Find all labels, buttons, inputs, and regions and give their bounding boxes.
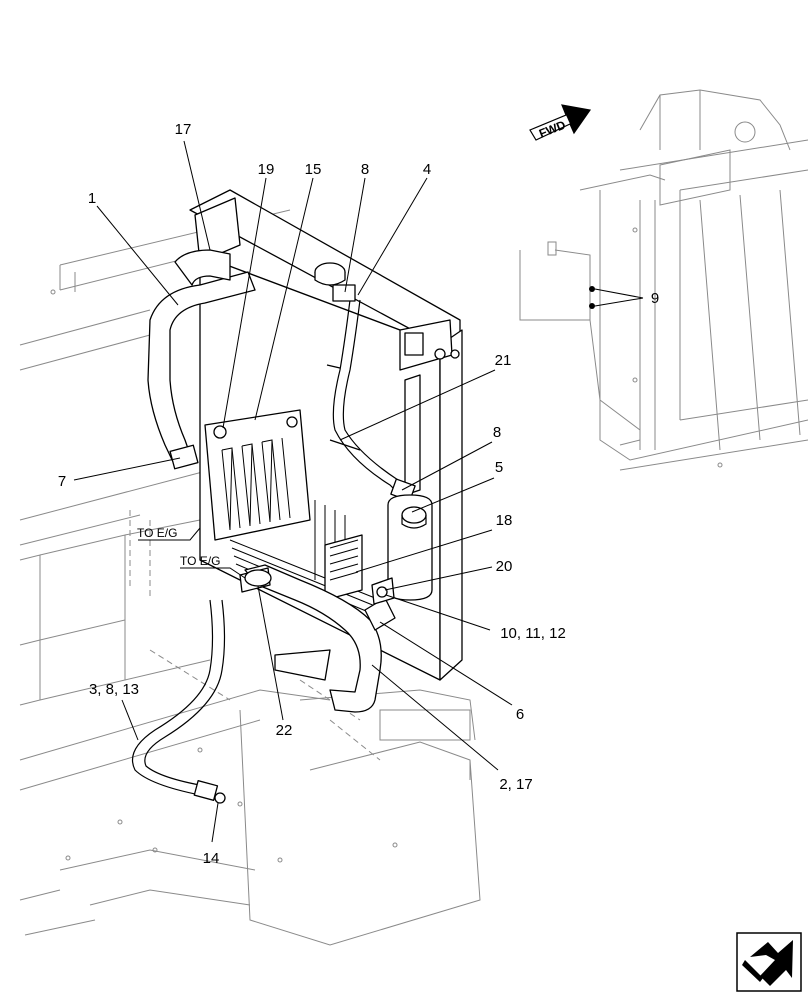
- notes: TO E/G TO E/G: [137, 526, 220, 568]
- machine-frame-background: [19, 209, 481, 946]
- oil-cooler-panel: [204, 409, 311, 541]
- callout-6: 6: [516, 706, 524, 723]
- callout-22: 22: [276, 722, 293, 739]
- callout-1: 1: [88, 190, 96, 207]
- fwd-label: FWD: [537, 117, 568, 140]
- callouts: 1 17 19 15 8 4 9 21 8 5 7 18 20 10, 11, …: [58, 121, 659, 867]
- callout-7: 7: [58, 473, 66, 490]
- drain-hose: [131, 599, 226, 804]
- callout-9: 9: [651, 290, 659, 307]
- fwd-arrow: FWD: [529, 104, 592, 141]
- callout-15: 15: [305, 161, 322, 178]
- callout-18: 18: [496, 512, 513, 529]
- callout-3-8-13: 3, 8, 13: [89, 681, 139, 698]
- navigation-arrow-icon[interactable]: [736, 932, 802, 992]
- upper-radiator-hose: [147, 249, 256, 470]
- hose-clamp: [244, 569, 272, 587]
- to-eg-label-left: TO E/G: [137, 526, 177, 540]
- to-eg-label-center: TO E/G: [180, 554, 220, 568]
- callout-8-mid: 8: [493, 424, 501, 441]
- radiator-cap: [314, 262, 346, 286]
- callout-5: 5: [495, 459, 503, 476]
- callout-21: 21: [495, 352, 512, 369]
- callout-4: 4: [423, 161, 431, 178]
- leader-lines: [73, 140, 644, 843]
- overflow-hose: [326, 284, 416, 502]
- callout-8-top: 8: [361, 161, 369, 178]
- callout-2-17: 2, 17: [499, 776, 532, 793]
- callout-20: 20: [496, 558, 513, 575]
- callout-14: 14: [203, 850, 220, 867]
- radiator-fins: [229, 500, 381, 625]
- callout-10-11-12: 10, 11, 12: [500, 625, 566, 642]
- callout-19: 19: [258, 161, 275, 178]
- callout-17-top: 17: [175, 121, 192, 138]
- inset-radiator-view: [519, 89, 808, 471]
